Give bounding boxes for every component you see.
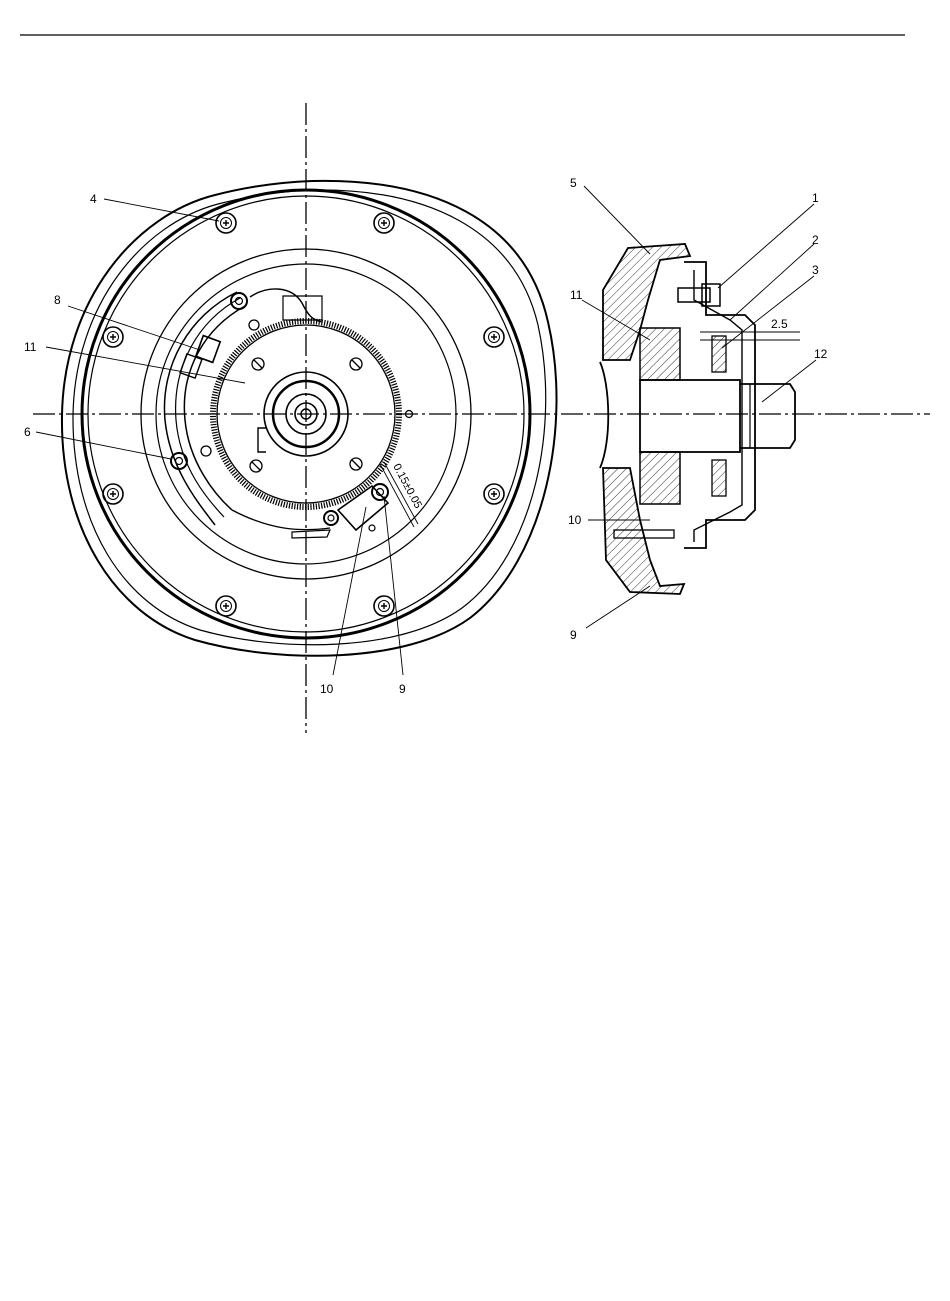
torx-screw (374, 213, 394, 233)
section-callout-5: 5 (570, 176, 577, 190)
sensor-cable (250, 289, 322, 322)
gear-keyway (258, 428, 266, 452)
section-shaft-end (740, 384, 795, 448)
section-shaft (600, 362, 608, 468)
front-callout-10: 10 (320, 682, 334, 696)
torx-screw (103, 484, 123, 504)
gear-screw (250, 460, 262, 472)
sensor-cable (232, 510, 330, 530)
cable-clip (292, 530, 330, 538)
gear-screw (252, 358, 264, 370)
carrier-screw (171, 453, 187, 469)
torx-screw (484, 327, 504, 347)
front-callout-11: 11 (24, 340, 37, 354)
leader-line-4 (104, 199, 219, 221)
front-callout-6: 6 (24, 425, 31, 439)
section-armature-lower (712, 460, 726, 496)
leader-line-8 (68, 306, 200, 350)
leader-line-5 (584, 186, 650, 254)
section-armature-upper (712, 336, 726, 372)
leader-line-3 (722, 276, 814, 348)
front-callout-9: 9 (399, 682, 406, 696)
torx-screw (216, 596, 236, 616)
section-callout-1: 1 (812, 191, 819, 205)
leader-line-6 (36, 432, 171, 459)
carrier-screw (201, 446, 211, 456)
section-gear-lower (640, 452, 680, 504)
leader-line-12 (762, 360, 816, 402)
section-callout-11: 11 (570, 288, 583, 302)
section-cover-inner (694, 270, 742, 542)
gear-screw (350, 458, 362, 470)
torx-screw (484, 484, 504, 504)
carrier-screw (249, 320, 259, 330)
sensor-screw (372, 484, 388, 500)
torx-screw (374, 596, 394, 616)
torx-screw (216, 213, 236, 233)
section-callout-10: 10 (568, 513, 582, 527)
section-view: 2.5 5 1 2 3 11 12 10 9 (568, 176, 828, 642)
leader-line-1 (718, 204, 814, 288)
sensor-cable (283, 296, 322, 320)
sensor-carrier-band (176, 298, 240, 517)
sensor-screw (324, 511, 338, 525)
carrier-screw (231, 293, 247, 309)
front-callout-4: 4 (90, 192, 97, 206)
section-callout-2: 2 (812, 233, 819, 247)
section-callout-3: 3 (812, 263, 819, 277)
section-shaft-body (640, 380, 740, 452)
section-callout-12: 12 (814, 347, 828, 361)
section-dimension-text: 2.5 (771, 317, 788, 331)
leader-line-10 (333, 507, 366, 675)
front-callout-8: 8 (54, 293, 61, 307)
section-gear-upper (640, 328, 680, 380)
gear-screw (350, 358, 362, 370)
leader-line-9s (586, 586, 650, 628)
disc-hole (369, 525, 375, 531)
torx-screw (103, 327, 123, 347)
section-callout-9: 9 (570, 628, 577, 642)
